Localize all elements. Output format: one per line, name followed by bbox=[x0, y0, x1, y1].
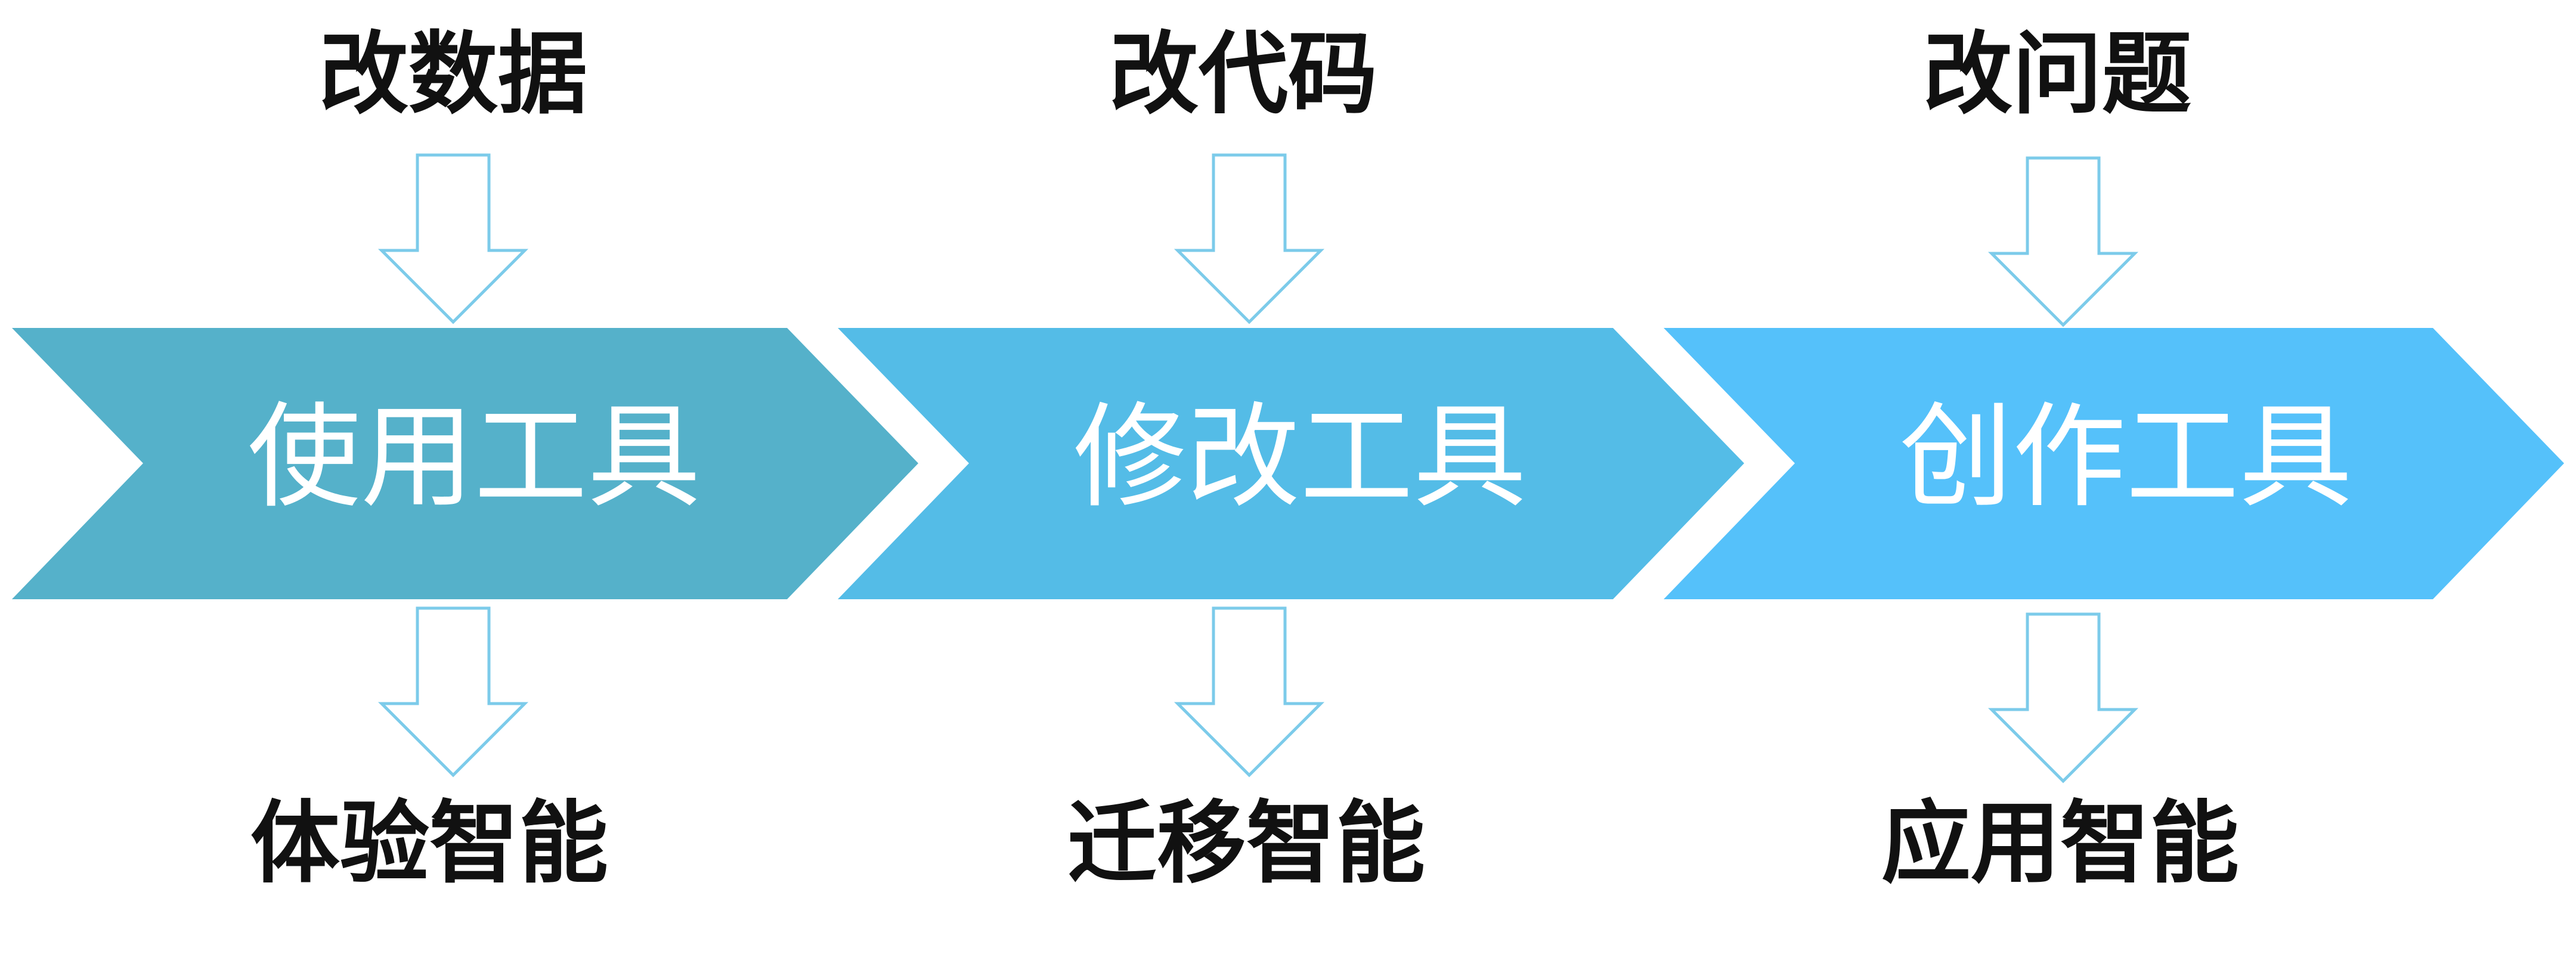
stage-1: 改数据 使用工具 体验智能 bbox=[12, 23, 918, 896]
stage-2-chevron-label: 修改工具 bbox=[1073, 391, 1527, 523]
stage-1-top-label: 改数据 bbox=[319, 23, 587, 126]
stage-3-bottom-down-arrow-icon bbox=[1987, 612, 2139, 783]
stage-3-chevron bbox=[1664, 328, 2564, 599]
stage-3-bottom-label: 应用智能 bbox=[1881, 792, 2239, 896]
stage-1-chevron bbox=[12, 328, 918, 599]
stage-2-top-down-arrow-icon bbox=[1174, 153, 1325, 324]
stage-3: 改问题 创作工具 应用智能 bbox=[1664, 23, 2564, 896]
stage-2-chevron bbox=[838, 328, 1744, 599]
stage-3-top-label: 改问题 bbox=[1923, 23, 2191, 126]
stage-1-top-down-arrow-icon bbox=[377, 153, 529, 324]
stage-3-chevron-label: 创作工具 bbox=[1899, 391, 2352, 523]
stage-1-chevron-label: 使用工具 bbox=[247, 391, 701, 523]
stage-2-bottom-label: 迁移智能 bbox=[1067, 792, 1425, 896]
stage-2-top-label: 改代码 bbox=[1109, 23, 1377, 126]
stage-2: 改代码 修改工具 迁移智能 bbox=[838, 23, 1744, 896]
stage-3-top-down-arrow-icon bbox=[1987, 156, 2139, 327]
stage-2-bottom-down-arrow-icon bbox=[1174, 606, 1325, 778]
stage-1-bottom-down-arrow-icon bbox=[377, 606, 529, 778]
stage-1-bottom-label: 体验智能 bbox=[250, 792, 608, 896]
